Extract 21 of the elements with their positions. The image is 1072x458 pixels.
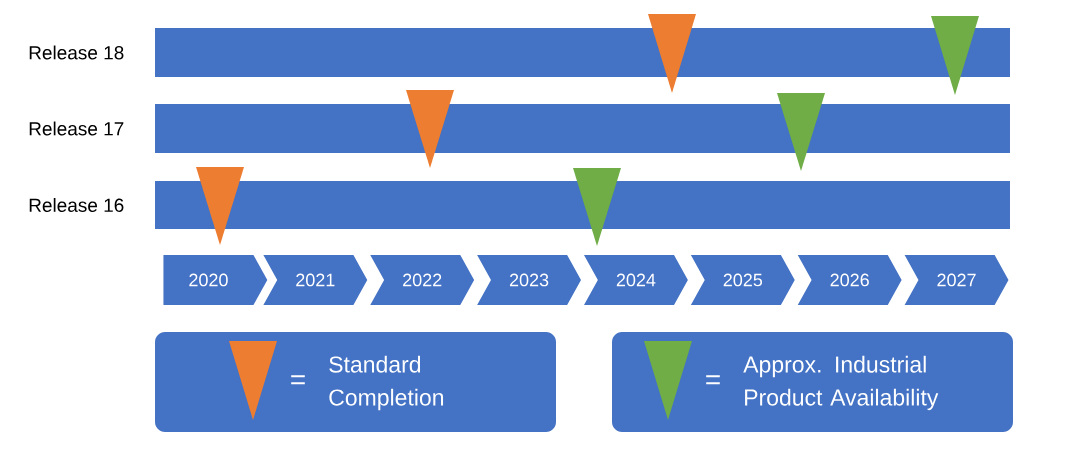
release-label: Release 17 xyxy=(29,121,124,136)
equals-sign: = xyxy=(291,375,305,385)
year-tab: 2021 xyxy=(263,255,368,305)
year-tab: 2022 xyxy=(370,255,475,305)
release-label: Release 18 xyxy=(29,45,124,60)
triangle-marker xyxy=(196,167,244,245)
year-tab: 2026 xyxy=(797,255,902,305)
legend-text: Standard Completion xyxy=(329,355,444,411)
triangle-marker xyxy=(573,168,621,246)
year-tab: 2025 xyxy=(690,255,795,305)
equals-sign: = xyxy=(706,375,720,385)
release-label: Release 16 xyxy=(29,198,124,212)
year-tab: 2024 xyxy=(584,255,688,305)
triangle-marker xyxy=(777,93,825,171)
triangle-marker xyxy=(648,14,696,93)
legend-text: Approx. Industrial Product Availability xyxy=(743,355,939,411)
triangle-marker xyxy=(406,90,454,168)
triangle-marker xyxy=(931,16,979,95)
year-tab: 2027 xyxy=(904,255,1009,305)
year-tab: 2020 xyxy=(163,255,268,305)
year-tab: 2023 xyxy=(477,255,581,305)
